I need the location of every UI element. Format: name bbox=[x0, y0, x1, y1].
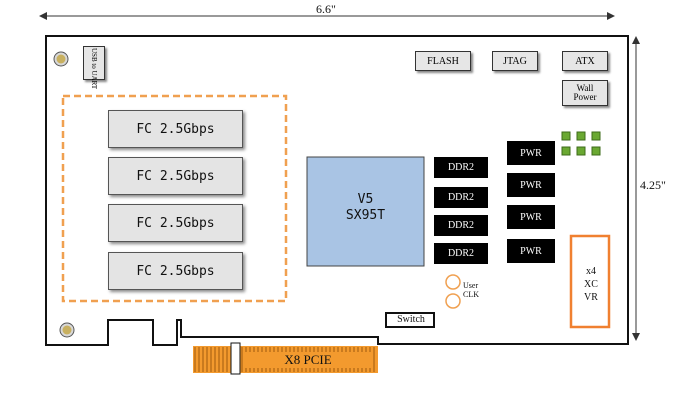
ddr2-chip: DDR2 bbox=[434, 157, 488, 178]
vr-box bbox=[569, 234, 611, 329]
wall-power-label: Wall Power bbox=[573, 83, 597, 102]
fpga-chip bbox=[306, 156, 425, 267]
mounting-screw-icon bbox=[59, 322, 75, 338]
pcie-label: X8 PCIE bbox=[244, 352, 372, 368]
width-label: 6.6" bbox=[316, 2, 336, 16]
ddr2-chip: DDR2 bbox=[434, 215, 488, 236]
user-clk-circle-icon bbox=[445, 293, 461, 309]
switch-box bbox=[385, 312, 435, 328]
mounting-screw-icon bbox=[53, 51, 69, 67]
ddr2-chip: DDR2 bbox=[434, 243, 488, 264]
flash-connector: FLASH bbox=[415, 51, 471, 71]
fc-port: FC 2.5Gbps bbox=[108, 204, 243, 242]
atx-connector: ATX bbox=[562, 51, 608, 71]
pwr-block: PWR bbox=[507, 205, 555, 229]
usb-uart-label: USB to UART bbox=[90, 48, 98, 90]
green-pads-icon bbox=[561, 131, 601, 156]
fc-port: FC 2.5Gbps bbox=[108, 157, 243, 195]
ddr2-chip: DDR2 bbox=[434, 187, 488, 208]
fpga-label-line2: SX95T bbox=[345, 208, 386, 223]
wall-power-connector: Wall Power bbox=[562, 80, 608, 106]
jtag-connector: JTAG bbox=[492, 51, 538, 71]
usb-uart-connector: USB to UART bbox=[83, 46, 105, 90]
user-clk-circle-icon bbox=[445, 274, 461, 290]
fc-port: FC 2.5Gbps bbox=[108, 252, 243, 290]
height-label: 4.25" bbox=[640, 178, 666, 192]
switch-label: Switch bbox=[397, 314, 425, 325]
vr-label-line2: XC bbox=[584, 279, 598, 290]
pwr-block: PWR bbox=[507, 173, 555, 197]
pwr-block: PWR bbox=[507, 141, 555, 165]
fpga-label-line1: V5 bbox=[357, 192, 374, 207]
fc-region-outline bbox=[61, 94, 288, 303]
fc-port: FC 2.5Gbps bbox=[108, 110, 243, 148]
user-clk-label-line2: CLK bbox=[463, 290, 479, 299]
vr-label-line3: VR bbox=[584, 292, 598, 303]
user-clk-label-line1: User bbox=[463, 281, 479, 290]
pwr-block: PWR bbox=[507, 239, 555, 263]
vr-label-line1: x4 bbox=[586, 266, 596, 277]
